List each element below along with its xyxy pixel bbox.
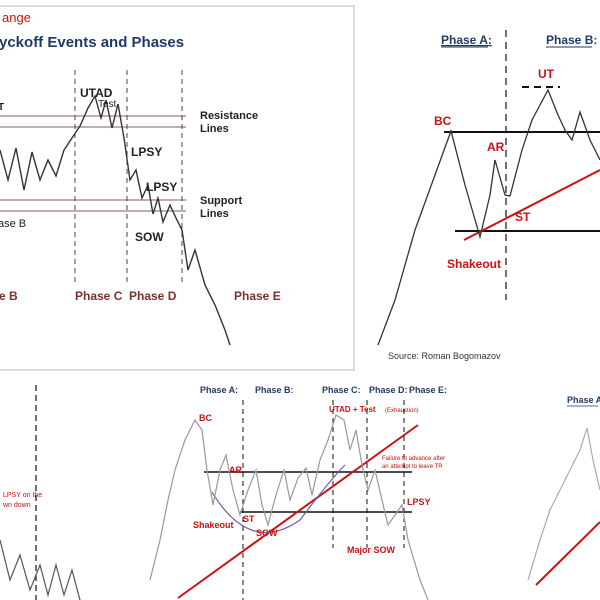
price-path xyxy=(149,414,429,600)
label-lpsy: LPSY xyxy=(407,497,431,507)
phase-label-c: Phase C xyxy=(75,289,123,303)
phase-label-e: Phase E xyxy=(234,289,281,303)
label-test: Test xyxy=(98,99,117,110)
price-path xyxy=(0,539,81,600)
label-t: T xyxy=(0,102,4,113)
panel-frame xyxy=(0,5,355,371)
label-shakeout: Shakeout xyxy=(447,257,501,271)
price-path xyxy=(527,427,600,581)
panel-full-schematic: Phase A: Phase B: Phase C: Phase D: Phas… xyxy=(149,385,447,600)
phase-a-heading: Phase A: xyxy=(567,395,600,405)
label-ut: UT xyxy=(538,67,555,81)
label-utad: UTAD xyxy=(80,86,113,100)
label-sow: SOW xyxy=(135,230,164,244)
label-st: ST xyxy=(243,514,255,524)
label-sow: SOW xyxy=(256,528,278,538)
label-support-lines: Lines xyxy=(200,208,229,220)
phase-label-d: Phase D xyxy=(129,289,177,303)
trend-line xyxy=(535,521,600,586)
phase-c-heading: Phase C: xyxy=(322,385,361,395)
label-bc: BC xyxy=(434,114,452,128)
note-failure-line-2: an attempt to leave TR xyxy=(382,464,443,470)
label-bc: BC xyxy=(199,413,212,423)
panel-bottom-left: LPSY on the wn down xyxy=(0,385,81,600)
phase-b-heading: Phase B: xyxy=(255,385,294,395)
label-exhaustion: (Exhaustion) xyxy=(385,408,419,414)
panel-title-fragment: ange xyxy=(2,10,31,25)
rounding-curve xyxy=(211,464,346,534)
label-phase-b-small: ase B xyxy=(0,218,26,230)
panel-title: yckoff Events and Phases xyxy=(0,34,184,51)
label-lpsy-1: LPSY xyxy=(131,145,162,159)
trend-line xyxy=(463,169,600,241)
label-lpsy-2: LPSY xyxy=(146,180,177,194)
label-resistance: Resistance xyxy=(200,110,258,122)
note-line-1: LPSY on the xyxy=(3,492,42,499)
label-ar: AR xyxy=(229,465,242,475)
note-line-2: wn down xyxy=(2,502,31,509)
panel-bottom-right: Phase A: xyxy=(527,395,600,586)
phase-b-heading: Phase B: xyxy=(546,33,597,47)
panel-phase-a-b: Phase A: Phase B: BC UT AR ST Shakeout S… xyxy=(377,30,600,361)
label-resistance-lines: Lines xyxy=(200,123,229,135)
phase-a-heading: Phase A: xyxy=(441,33,492,47)
trend-line xyxy=(177,424,419,599)
label-major-sow: Major SOW xyxy=(347,545,396,555)
price-path xyxy=(0,94,231,346)
price-path xyxy=(377,88,600,346)
label-ar: AR xyxy=(487,140,505,154)
phase-label-b: e B xyxy=(0,289,18,303)
label-shakeout: Shakeout xyxy=(193,520,234,530)
note-failure-line-1: Failure to advance after xyxy=(382,456,445,462)
phase-e-heading: Phase E: xyxy=(409,385,447,395)
phase-a-heading: Phase A: xyxy=(200,385,238,395)
panel-events-phases: ange yckoff Events and Phases T UTAD Tes… xyxy=(0,5,355,371)
label-utad-test: UTAD + Test xyxy=(329,405,376,414)
label-support: Support xyxy=(200,195,242,207)
source-credit: Source: Roman Bogomazov xyxy=(388,351,501,361)
phase-d-heading: Phase D: xyxy=(369,385,408,395)
label-st: ST xyxy=(515,210,531,224)
